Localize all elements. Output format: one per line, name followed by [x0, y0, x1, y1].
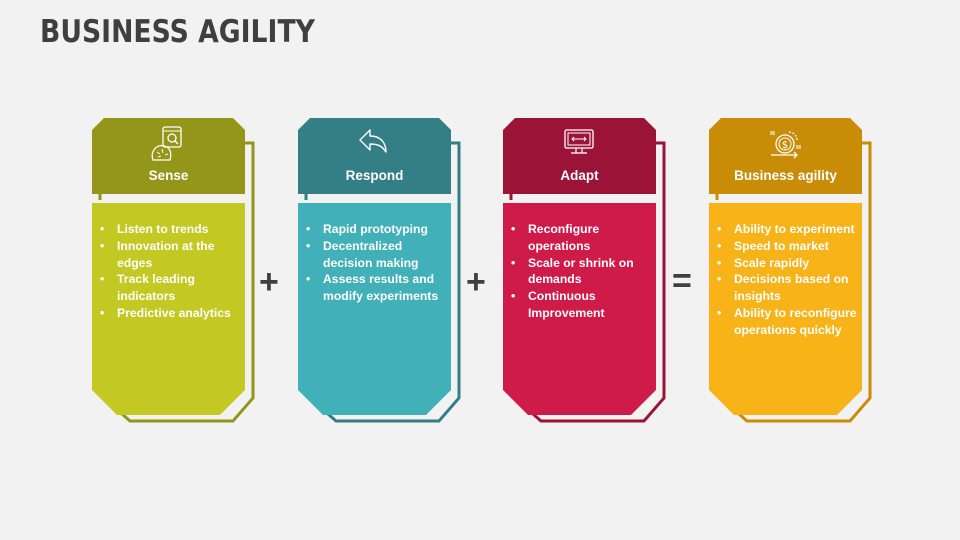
- bullet-list: Ability to experiment Speed to market Sc…: [717, 221, 859, 339]
- list-item: Track leading indicators: [100, 271, 242, 305]
- list-item: Ability to reconfigure operations quickl…: [717, 305, 859, 339]
- card-body: Listen to trends Innovation at the edges…: [92, 203, 245, 415]
- card-title: Respond: [345, 168, 404, 183]
- dollar-gear-arrow-icon: $: [770, 131, 801, 159]
- list-item: Innovation at the edges: [100, 238, 242, 272]
- equals-operator: =: [672, 262, 692, 300]
- card-body: Rapid prototyping Decentralized decision…: [298, 203, 451, 415]
- card-body: Ability to experiment Speed to market Sc…: [709, 203, 862, 415]
- plus-operator: +: [259, 263, 279, 301]
- list-item: Scale rapidly: [717, 255, 859, 272]
- list-item: Predictive analytics: [100, 305, 242, 322]
- card-adapt: Adapt Reconfigure operations Scale or sh…: [503, 118, 666, 423]
- monitor-resize-icon: [564, 129, 594, 154]
- bullet-list: Reconfigure operations Scale or shrink o…: [511, 221, 653, 322]
- card-header: Sense: [92, 118, 245, 194]
- list-item: Reconfigure operations: [511, 221, 653, 255]
- list-item: Decisions based on insights: [717, 271, 859, 305]
- card-header: $ Business agility: [709, 118, 862, 194]
- card-header: Respond: [298, 118, 451, 194]
- card-title: Adapt: [560, 168, 599, 183]
- list-item: Continuous Improvement: [511, 288, 653, 322]
- card-outline: [715, 141, 872, 423]
- card-sense: Sense Listen to trends Innovation at the…: [92, 118, 255, 423]
- card-outline: [509, 141, 666, 423]
- list-item: Speed to market: [717, 238, 859, 255]
- list-item: Listen to trends: [100, 221, 242, 238]
- card-title: Sense: [148, 168, 189, 183]
- bullet-list: Rapid prototyping Decentralized decision…: [306, 221, 448, 305]
- list-item: Ability to experiment: [717, 221, 859, 238]
- card-body: Reconfigure operations Scale or shrink o…: [503, 203, 656, 415]
- list-item: Decentralized decision making: [306, 238, 448, 272]
- page-title: BUSINESS AGILITY: [40, 14, 315, 50]
- card-title: Business agility: [734, 168, 837, 183]
- list-item: Assess results and modify experiments: [306, 271, 448, 305]
- plus-operator: +: [466, 263, 486, 301]
- bullet-list: Listen to trends Innovation at the edges…: [100, 221, 242, 322]
- card-respond: Respond Rapid prototyping Decentralized …: [298, 118, 461, 423]
- card-outline: [304, 141, 461, 423]
- card-header: Adapt: [503, 118, 656, 194]
- card-outline: [98, 141, 255, 423]
- card-business-agility: $ Business agility Ability to experiment…: [709, 118, 872, 423]
- list-item: Scale or shrink on demands: [511, 255, 653, 289]
- brain-magnifier-icon: [151, 126, 182, 161]
- svg-text:$: $: [782, 140, 788, 151]
- reply-arrow-icon: [359, 129, 387, 153]
- list-item: Rapid prototyping: [306, 221, 448, 238]
